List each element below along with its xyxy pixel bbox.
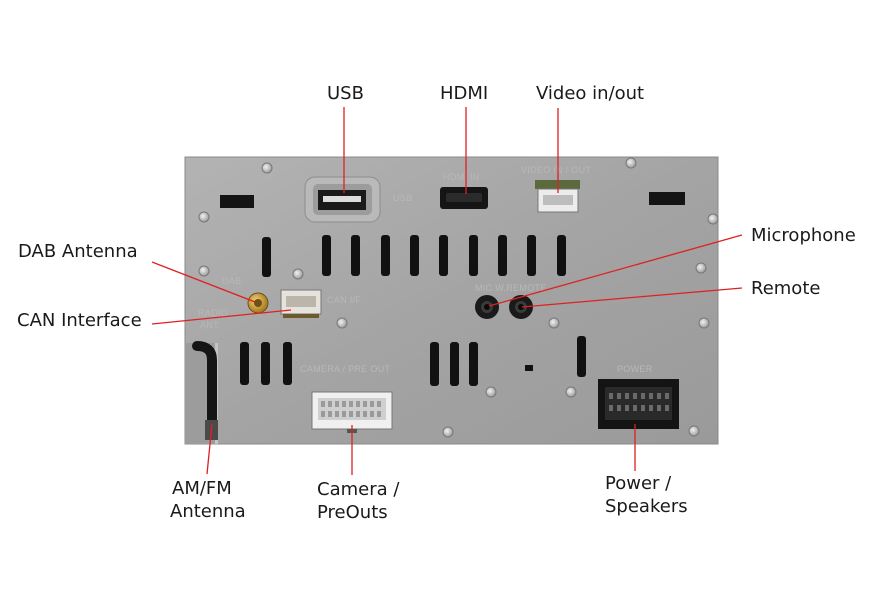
callout-amfm-line1: AM/FM — [172, 478, 232, 499]
vent-slot — [439, 235, 448, 276]
callout-microphone: Microphone — [751, 225, 856, 246]
vent-slot — [527, 235, 536, 276]
screw — [198, 211, 210, 223]
vent-slot — [240, 342, 249, 385]
screw — [695, 262, 707, 274]
screw — [292, 268, 304, 280]
screw — [625, 157, 637, 169]
mount-slot — [649, 192, 685, 205]
callout-power-line1: Power / — [605, 473, 672, 494]
plate-label-mic: MIC W.REMOTE — [475, 283, 547, 293]
plate-label-video: VIDEO IN / OUT — [521, 165, 591, 175]
vent-slot — [262, 237, 271, 277]
screw — [548, 317, 560, 329]
screw — [698, 317, 710, 329]
leader-line-dab — [151, 261, 256, 303]
callout-dab-antenna: DAB Antenna — [18, 241, 138, 262]
vent-slot — [469, 342, 478, 386]
mic-jack — [475, 295, 499, 319]
vent-slot — [557, 235, 566, 276]
vent-slot — [381, 235, 390, 276]
plate-label-camera: CAMERA / PRE OUT — [300, 364, 391, 374]
mount-slot — [220, 195, 254, 208]
plate-label-usb: USB — [393, 193, 412, 203]
plate-label-can: CAN I/F — [327, 295, 361, 305]
remote-jack — [509, 295, 533, 319]
screw — [261, 162, 273, 174]
vent-slot — [498, 235, 507, 276]
screw — [485, 386, 497, 398]
plate-label-radio: RADIO — [198, 308, 228, 318]
leader-line-remote — [521, 287, 743, 308]
vent-slot — [351, 235, 360, 276]
dab-connector — [247, 292, 269, 314]
vent-slot — [577, 336, 586, 377]
leader-line-amfm — [206, 423, 213, 475]
vent-slot — [283, 342, 292, 385]
vent-slot — [410, 235, 419, 276]
vent-slots — [240, 235, 586, 386]
plate-label-hdmi: HDMI IN — [443, 172, 480, 182]
callout-hdmi: HDMI — [440, 83, 489, 104]
callout-amfm-line2: Antenna — [170, 501, 246, 522]
screw — [442, 426, 454, 438]
screw — [707, 213, 719, 225]
vent-slot — [450, 342, 459, 386]
can-connector — [280, 289, 322, 318]
vent-slot — [469, 235, 478, 276]
callout-power-line2: Speakers — [605, 496, 688, 517]
power-connector — [598, 379, 679, 429]
callout-can-interface: CAN Interface — [17, 310, 142, 331]
callout-camera-line2: PreOuts — [317, 502, 388, 523]
screw — [688, 425, 700, 437]
vent-slot — [430, 342, 439, 386]
leader-line-can — [151, 309, 292, 325]
vent-slot — [525, 365, 533, 371]
screws — [198, 157, 719, 438]
vent-slot — [322, 235, 331, 276]
callout-usb: USB — [327, 83, 364, 104]
callout-video: Video in/out — [536, 83, 645, 104]
plate-label-power: POWER — [617, 364, 653, 374]
hdmi-port — [440, 187, 488, 209]
screw — [565, 386, 577, 398]
plate-label-dab: DAB — [222, 276, 241, 286]
callout-remote: Remote — [751, 278, 821, 299]
screw — [198, 265, 210, 277]
leader-line-microphone — [488, 234, 743, 307]
leader-lines — [151, 107, 743, 475]
screw — [336, 317, 348, 329]
plate-label-ant: ANT. — [200, 320, 221, 330]
usb-port — [304, 176, 381, 223]
callout-camera-line1: Camera / — [317, 479, 400, 500]
vent-slot — [261, 342, 270, 385]
